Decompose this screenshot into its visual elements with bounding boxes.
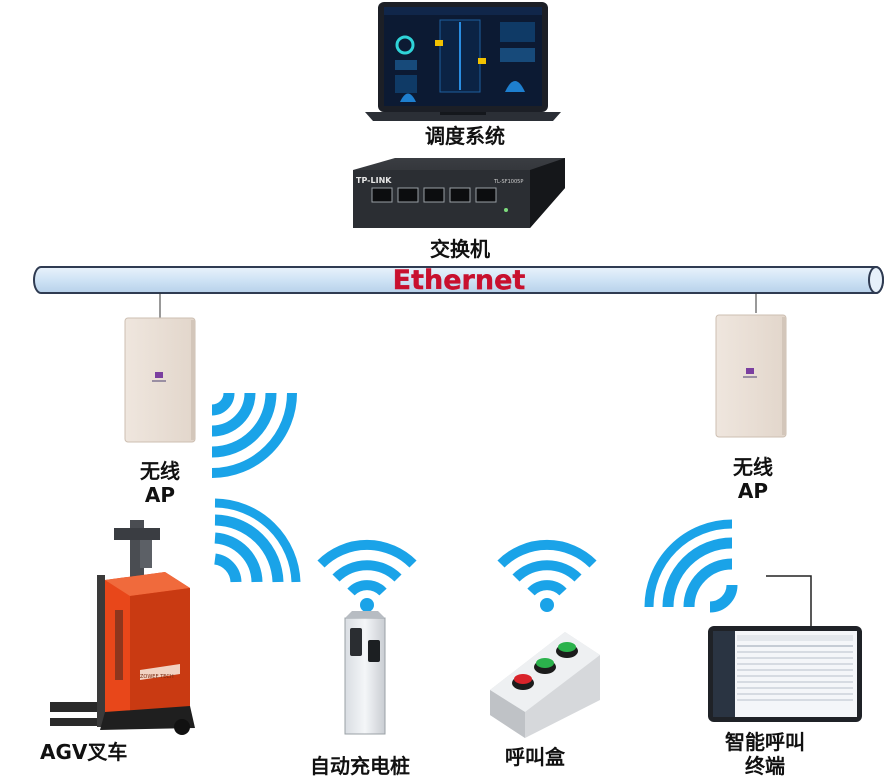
wifi-callbox-icon: [497, 539, 597, 612]
ap-right-label: 无线 AP: [713, 455, 793, 503]
ethernet-bus: [33, 266, 884, 294]
terminal-label: 智能呼叫 终端: [705, 730, 825, 778]
wifi-ap-left-icon: [211, 392, 297, 478]
call-box-icon: [490, 632, 600, 738]
tablet-terminal-icon: [708, 626, 862, 722]
forklift-brand: ZOWEE TECH: [140, 674, 174, 680]
charging-pile-icon: [344, 611, 386, 735]
switch-model: TL-SF1005P: [493, 179, 523, 185]
switch-brand: TP-LINK: [356, 176, 392, 185]
ap-right-label-line1: 无线: [733, 455, 773, 479]
terminal-label-line2: 终端: [745, 754, 785, 778]
ethernet-label: Ethernet: [393, 265, 526, 296]
ap-left-label: 无线 AP: [120, 459, 200, 507]
switch-icon: [353, 158, 565, 228]
terminal-label-line1: 智能呼叫: [725, 730, 805, 754]
agv-label: AGV叉车: [40, 740, 128, 764]
wifi-agv-icon: [213, 498, 301, 583]
switch-label: 交换机: [430, 237, 490, 261]
ap-left-label-line2: AP: [144, 483, 176, 507]
wifi-charger-icon: [317, 539, 417, 612]
charger-label: 自动充电桩: [310, 754, 410, 778]
wifi-terminal-icon: [644, 519, 738, 613]
call-box-label: 呼叫盒: [505, 745, 565, 769]
agv-forklift-icon: [50, 520, 195, 735]
terminal-link: [766, 575, 812, 627]
access-point-right-icon: [715, 314, 787, 438]
ap-left-label-line1: 无线: [140, 459, 180, 483]
dispatch-system-label: 调度系统: [425, 124, 505, 148]
laptop-icon: [365, 2, 561, 121]
ap-right-label-line2: AP: [737, 479, 769, 503]
access-point-left-icon: [124, 317, 196, 443]
